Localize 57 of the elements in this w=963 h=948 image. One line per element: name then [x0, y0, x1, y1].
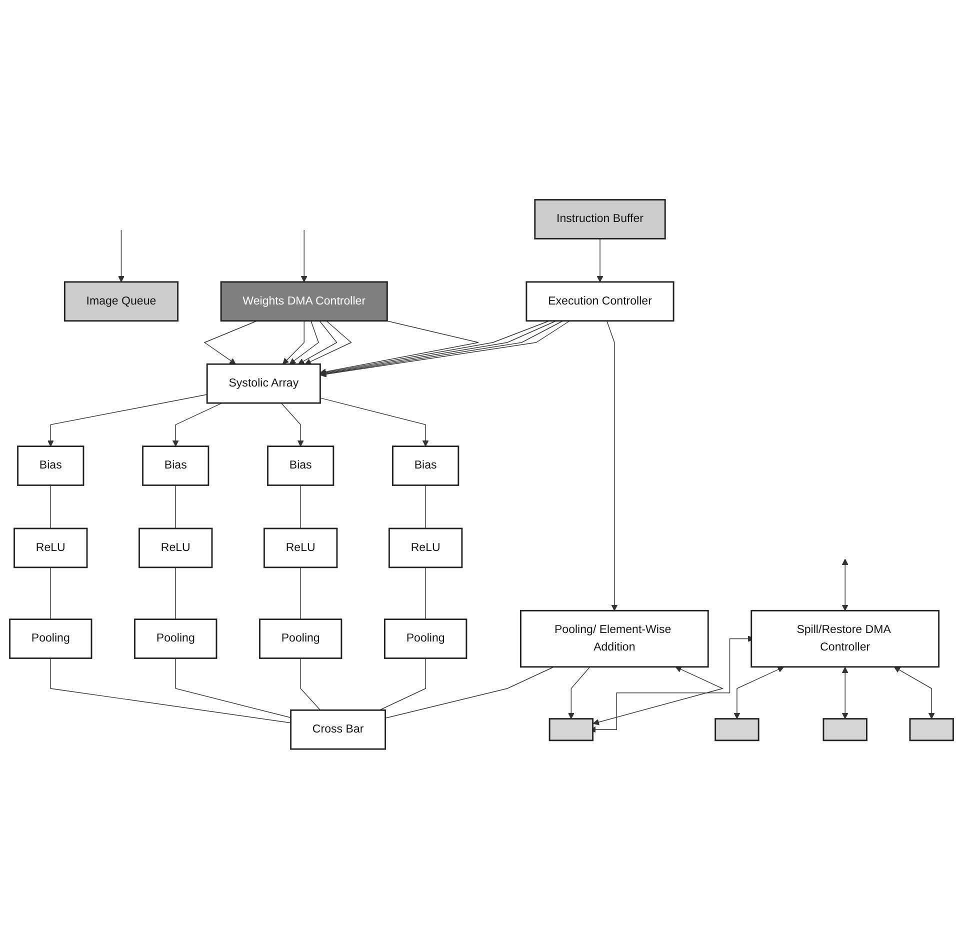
node-box: [392, 445, 460, 486]
arrow: [842, 558, 848, 611]
connector: [175, 484, 176, 528]
arrow: [596, 238, 604, 282]
arrow: [172, 402, 222, 446]
node-box: [142, 445, 210, 486]
connector: [425, 484, 426, 528]
node-box: [388, 527, 463, 568]
arrow: [734, 666, 784, 719]
node-box: [822, 718, 868, 741]
connector: [50, 657, 292, 723]
arrow: [289, 320, 319, 364]
arrow: [280, 402, 304, 446]
node-box: [9, 618, 92, 659]
node-box: [909, 718, 954, 741]
node-box: [750, 610, 940, 668]
node-box: [220, 280, 388, 322]
connector: [50, 566, 51, 620]
node-box: [548, 718, 594, 741]
node-box: [138, 527, 213, 568]
node-box: [520, 610, 709, 668]
node-box: [259, 618, 342, 659]
connector: [300, 657, 321, 710]
arrow: [320, 397, 429, 446]
arrow: [298, 320, 338, 364]
connector: [379, 657, 426, 710]
arrow: [842, 666, 848, 719]
arrow: [47, 394, 208, 446]
connector: [175, 566, 176, 620]
arrow: [204, 320, 258, 364]
node-box: [384, 618, 468, 659]
node-box: [64, 280, 179, 322]
node-box: [290, 709, 386, 750]
connector: [300, 484, 301, 528]
node-box: [17, 445, 84, 486]
arrow: [320, 320, 479, 374]
arrow: [592, 666, 724, 725]
connector: [175, 657, 292, 718]
node-box: [714, 718, 760, 741]
node-box: [534, 198, 666, 239]
node-box: [134, 618, 218, 659]
connector: [300, 566, 301, 620]
connector: [50, 484, 51, 528]
node-box: [267, 445, 334, 486]
node-box: [14, 527, 88, 568]
node-box: [526, 280, 674, 322]
arrow: [282, 320, 304, 364]
arrow: [300, 229, 308, 282]
arrow: [606, 320, 618, 611]
arrow: [118, 229, 124, 282]
node-box: [206, 362, 321, 404]
node-box: [264, 527, 338, 568]
connector: [425, 566, 426, 620]
arrow: [304, 320, 352, 364]
arrow: [568, 666, 590, 719]
arrow: [894, 666, 935, 719]
connector: [384, 666, 554, 718]
